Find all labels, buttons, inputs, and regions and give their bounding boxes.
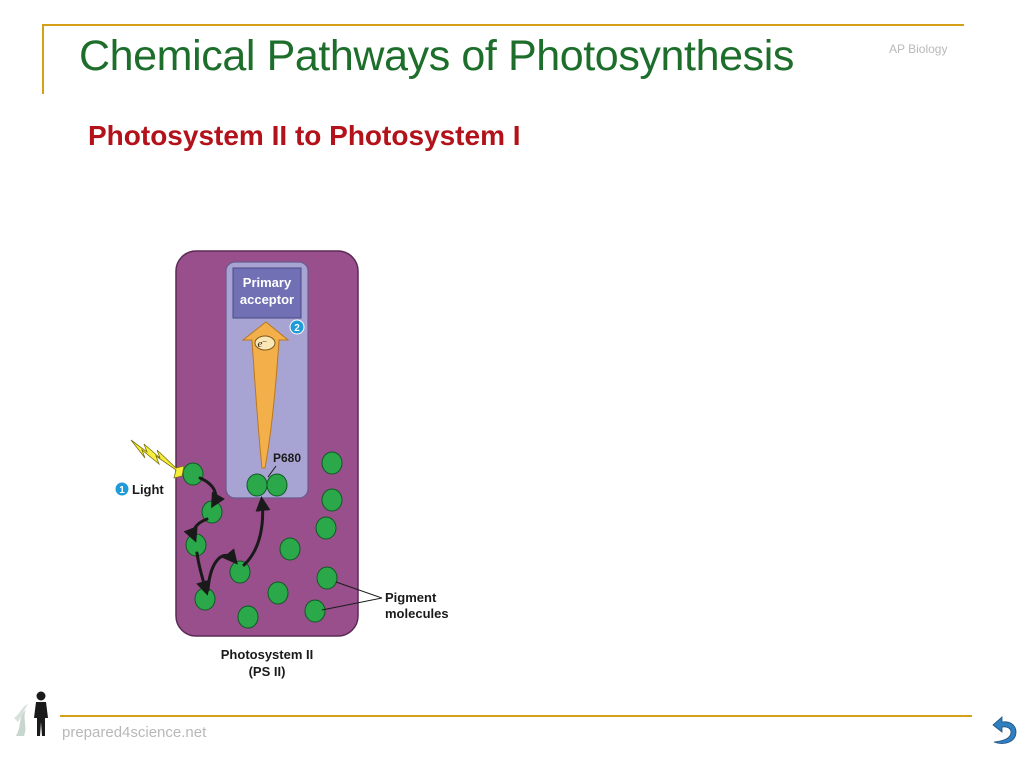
footer-rule [60, 715, 972, 717]
pigment-molecules [182, 451, 343, 629]
slide-title: Chemical Pathways of Photosynthesis [79, 32, 794, 80]
energy-arrow [183, 517, 209, 543]
pigment-pointer-upper [335, 581, 383, 599]
course-label: AP Biology [889, 42, 948, 56]
pigment-molecule [279, 537, 301, 561]
pigment-molecule [321, 451, 343, 475]
pigment-molecule [237, 605, 259, 629]
pigment-molecule [304, 599, 326, 623]
pigment-molecule [182, 462, 204, 486]
energy-arrow [206, 548, 238, 592]
pigment-molecule [194, 587, 216, 611]
step-2-number: 2 [294, 323, 300, 334]
pigment-label-line1: Pigment [385, 590, 437, 605]
pigment-label-line2: molecules [385, 606, 449, 621]
energy-transfer-arrows [183, 476, 271, 596]
photosystem-diagram: Primary acceptor 2 e– P680 1 Light [114, 250, 449, 679]
energy-arrow [242, 496, 271, 567]
p680-label: P680 [273, 451, 301, 465]
primary-acceptor-box [232, 267, 302, 319]
p680-pointer [267, 465, 277, 478]
diagram-caption-line2: (PS II) [249, 664, 286, 679]
step-1-badge [114, 481, 130, 497]
slide-subtitle: Photosystem II to Photosystem I [88, 120, 521, 151]
energy-arrow [195, 551, 211, 596]
p680-pigment-right [266, 473, 288, 497]
footer-text: prepared4science.net [62, 724, 207, 741]
pigment-molecule [321, 488, 343, 512]
step-1-number: 1 [119, 485, 125, 496]
diagram-caption-line1: Photosystem II [221, 647, 313, 662]
header-rule [42, 24, 964, 26]
pigment-molecule [316, 566, 338, 590]
header-side-rule [42, 24, 44, 94]
lightning-bolt-icon [130, 439, 185, 479]
next-arrow-icon[interactable] [990, 716, 1020, 748]
step-2-badge [289, 319, 305, 335]
electron-label: e– [258, 336, 268, 350]
pigment-pointer-lower [321, 597, 383, 611]
primary-acceptor-label-line1: Primary [243, 275, 292, 290]
light-label: Light [132, 482, 164, 497]
pigment-molecule [315, 516, 337, 540]
energy-arrow [198, 476, 225, 509]
pigment-molecule [267, 581, 289, 605]
electron-marker [254, 335, 276, 351]
pigment-molecule [229, 560, 251, 584]
p680-pigment-left [246, 473, 268, 497]
electron-transfer-arrow [241, 321, 290, 469]
person-silhouette-icon [14, 691, 48, 736]
primary-acceptor-label-line2: acceptor [240, 292, 294, 307]
